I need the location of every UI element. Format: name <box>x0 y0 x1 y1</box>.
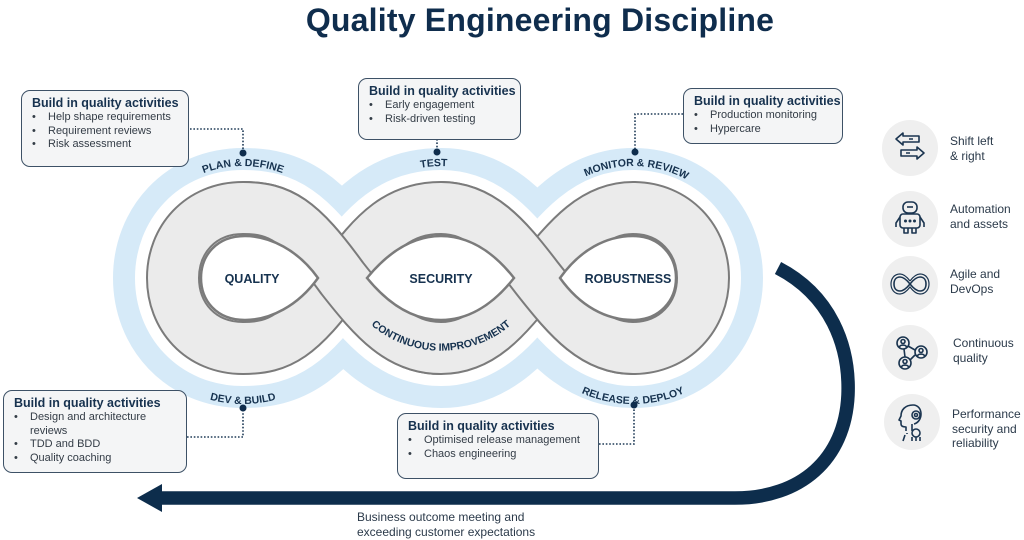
shift-arrows-icon <box>881 119 939 177</box>
connector-plan-define <box>190 128 244 153</box>
ai-head-icon <box>883 393 941 451</box>
outcome-caption-line: Business outcome meeting and <box>357 510 525 524</box>
activity-item: Help shape requirements <box>32 111 180 125</box>
activity-item: Risk-driven testing <box>369 113 512 127</box>
pillar-label-continuous-quality: Continuous quality <box>953 336 1014 365</box>
activity-box-monitor-review: Build in quality activities Production m… <box>683 88 843 144</box>
connector-release-deploy <box>599 405 635 445</box>
pillar-label-line: Continuous <box>953 336 1014 350</box>
infinity-icon <box>881 255 939 313</box>
activity-box-title: Build in quality activities <box>14 396 161 410</box>
activity-item: Hypercare <box>694 123 834 137</box>
robustness-hole <box>558 234 678 322</box>
activity-box-title: Build in quality activities <box>369 84 516 98</box>
pillar-label-line: security and <box>952 421 1017 436</box>
connector-dot-release-deploy <box>630 401 638 409</box>
robot-icon <box>881 190 939 248</box>
quality-hole <box>199 234 320 322</box>
activity-box-title: Build in quality activities <box>32 96 179 110</box>
activity-box-test: Build in quality activities Early engage… <box>358 78 521 140</box>
activity-box-dev-build: Build in quality activities Design and a… <box>3 390 187 473</box>
pillar-label-line: quality <box>953 350 988 365</box>
activity-item: Risk assessment <box>32 138 180 152</box>
outcome-arrowhead <box>137 484 162 512</box>
loop-label-robustness: ROBUSTNESS <box>585 272 672 286</box>
pillar-label-line: and assets <box>950 216 1009 231</box>
people-network-icon <box>881 324 939 382</box>
page-title: Quality Engineering Discipline <box>305 2 775 38</box>
connector-dot-test <box>433 148 441 156</box>
activity-box-plan-define: Build in quality activities Help shape r… <box>21 90 189 167</box>
activity-item: Optimised release management <box>408 434 590 448</box>
activity-item: Requirement reviews <box>32 125 180 139</box>
activity-item: Production monitoring <box>694 109 834 123</box>
activity-item: Early engagement <box>369 99 512 113</box>
pillar-label-line: Automation <box>950 202 1011 216</box>
activity-box-title: Build in quality activities <box>694 94 841 108</box>
activity-item: TDD and BDD <box>14 438 164 452</box>
outcome-caption: Business outcome meeting and exceeding c… <box>357 510 535 540</box>
connector-dot-plan-define <box>239 149 247 157</box>
pillar-label-agile: Agile and DevOps <box>950 267 1000 296</box>
pillar-label-line: Performance <box>952 407 1021 421</box>
connector-monitor-review <box>634 113 683 152</box>
activity-item: Design and architecture reviews <box>14 411 164 438</box>
activity-box-release-deploy: Build in quality activities Optimised re… <box>397 413 599 479</box>
outcome-arrow-shaft <box>158 262 855 505</box>
security-hole <box>365 234 516 322</box>
activity-item: Quality coaching <box>14 452 164 466</box>
pillar-label-line: Agile and <box>950 267 1001 281</box>
pillar-label-line: DevOps <box>950 281 994 296</box>
stage-label-dev-build: DEV & BUILD <box>209 391 277 407</box>
connector-dot-monitor-review <box>631 148 639 156</box>
loop-label-security: SECURITY <box>409 272 473 286</box>
pillar-label-line: reliability <box>952 436 999 450</box>
pillar-label-line: Shift left <box>950 134 994 148</box>
activity-box-title: Build in quality activities <box>408 419 555 433</box>
outcome-caption-line: exceeding customer expectations <box>357 525 536 539</box>
pillar-label-line: & right <box>950 148 985 163</box>
connector-dev-build <box>187 408 244 438</box>
loop-label-quality: QUALITY <box>225 272 281 286</box>
pillar-label-automation: Automation and assets <box>950 202 1011 231</box>
pillar-label-performance: Performance security and reliability <box>952 407 1021 451</box>
pillar-label-shift: Shift left & right <box>950 134 993 163</box>
activity-item: Chaos engineering <box>408 448 590 462</box>
connector-dot-dev-build <box>239 404 247 412</box>
